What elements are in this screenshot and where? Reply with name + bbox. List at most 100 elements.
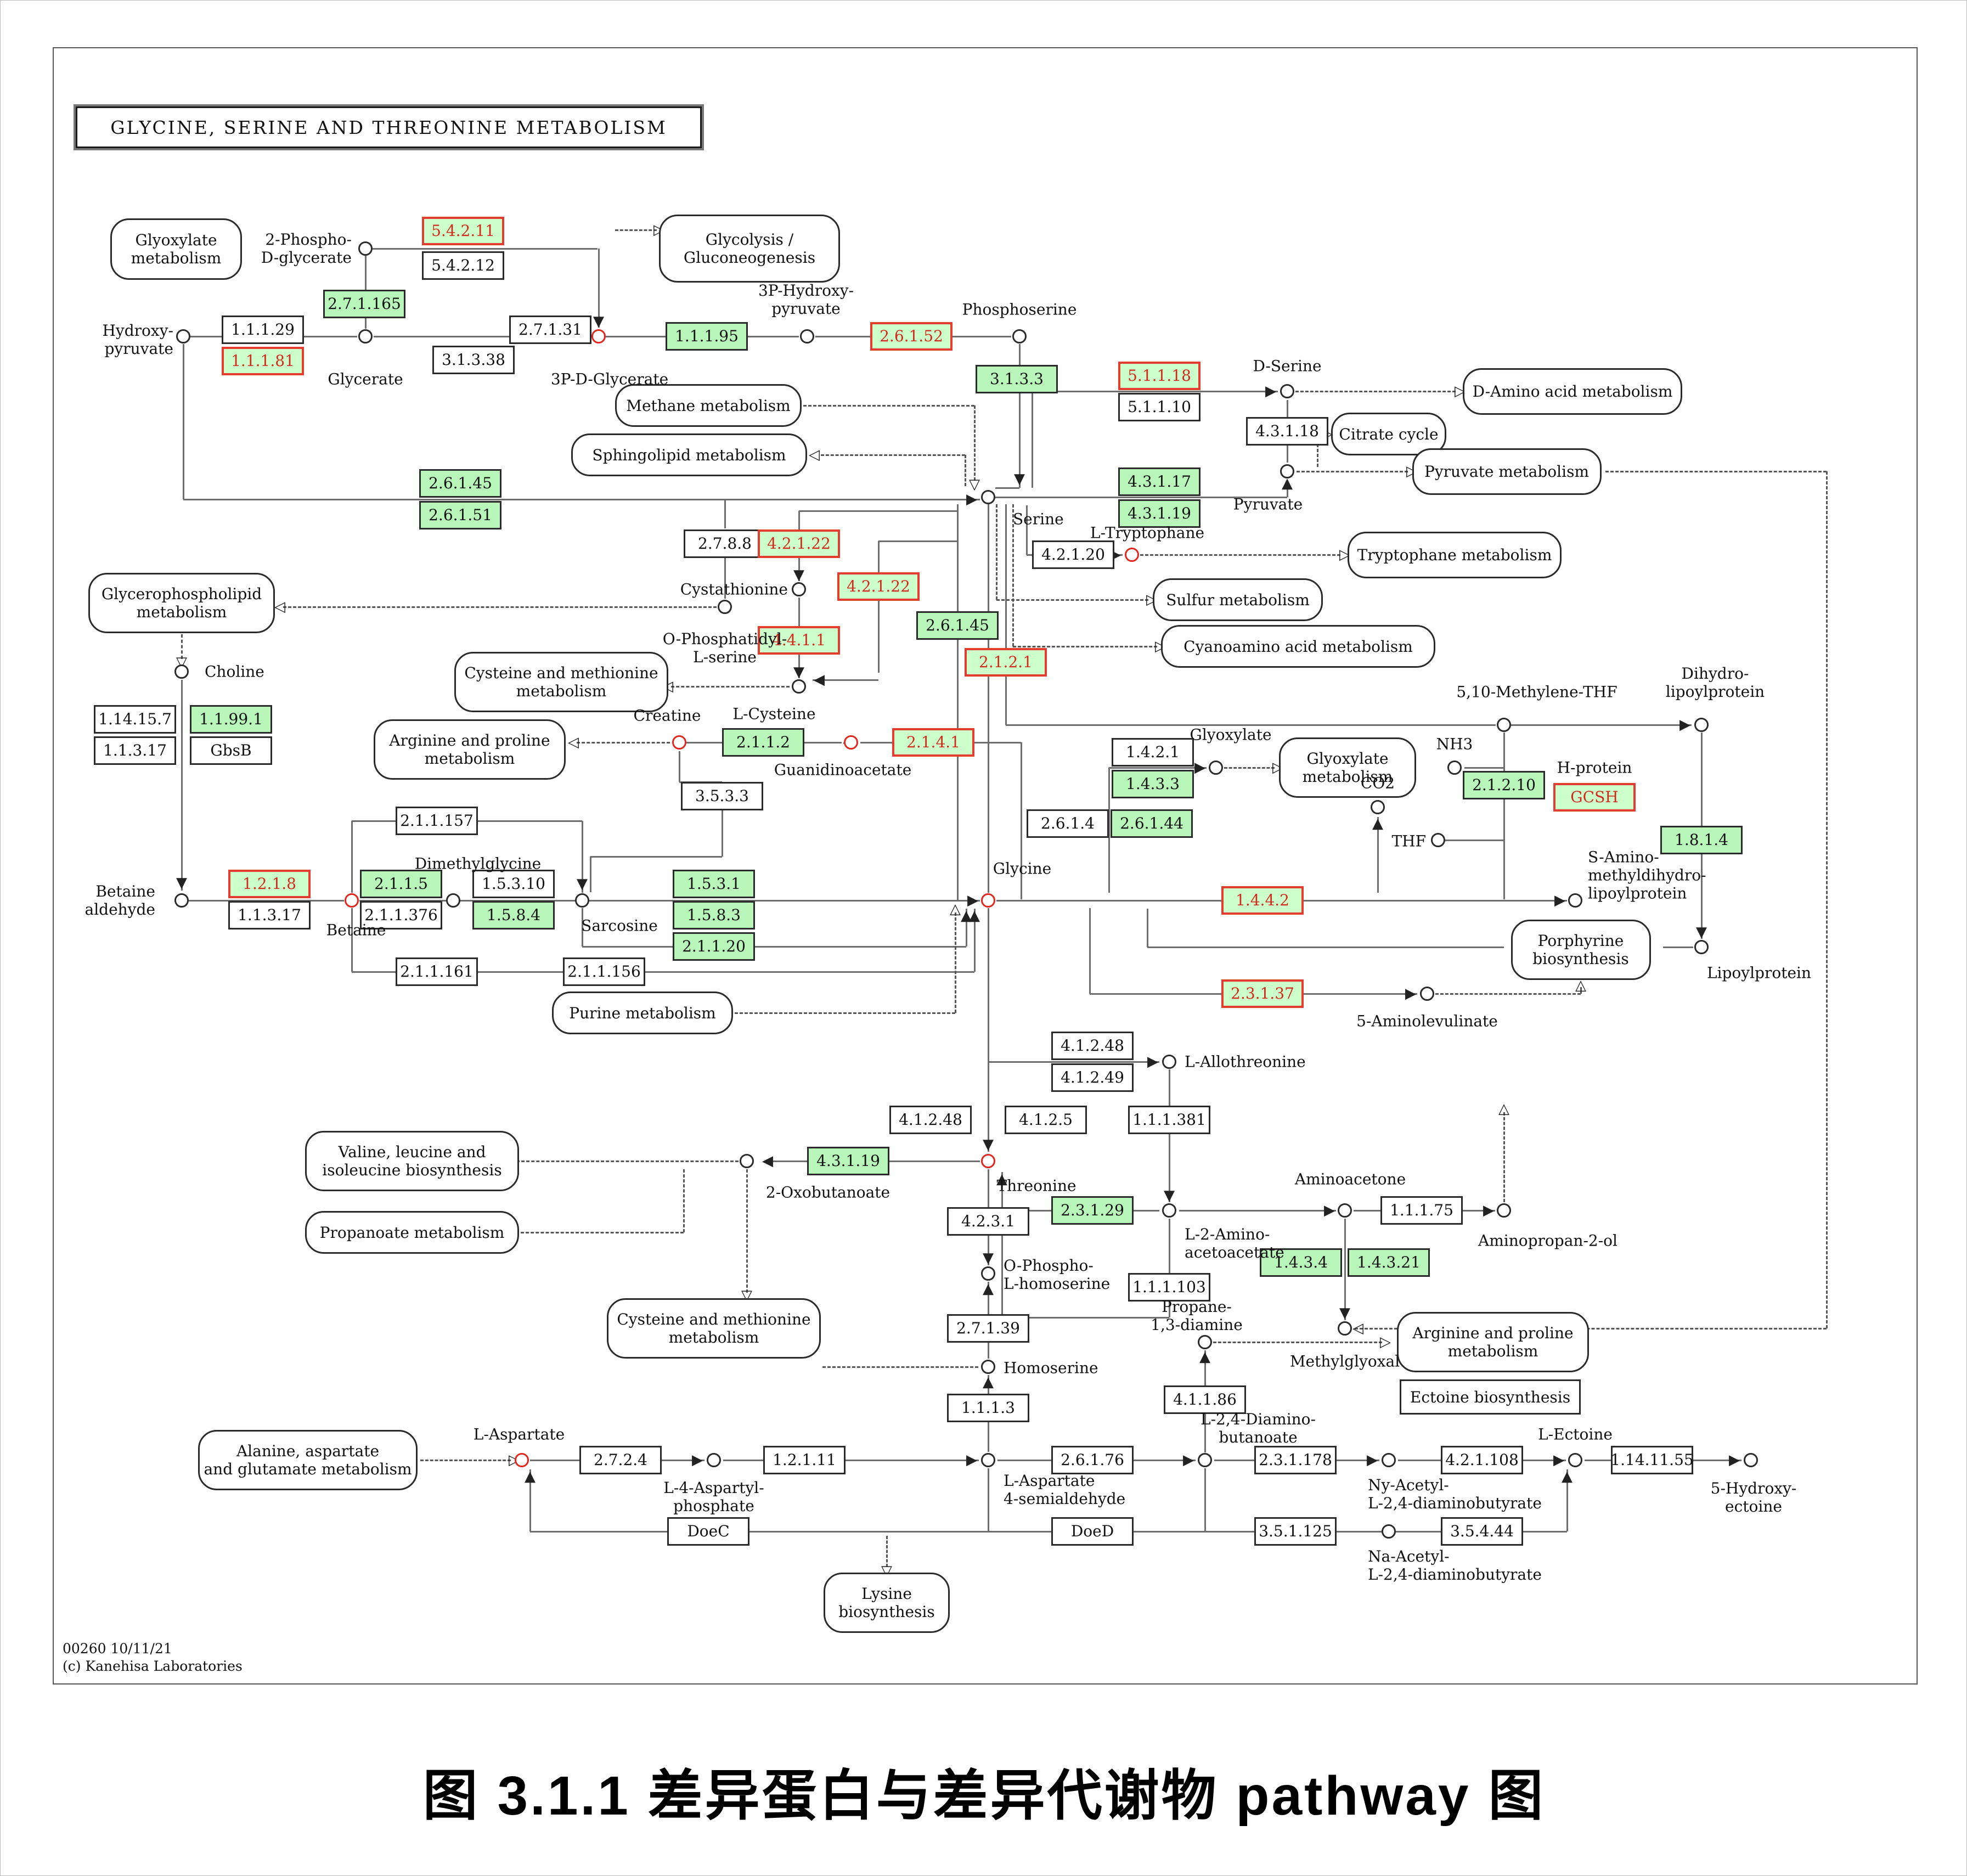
metabolite-node[interactable] bbox=[707, 1453, 721, 1467]
enzyme-box[interactable]: 2.3.1.29 bbox=[1051, 1196, 1134, 1225]
metabolite-node[interactable] bbox=[981, 1266, 995, 1281]
enzyme-box[interactable]: 2.6.1.52 bbox=[870, 322, 952, 351]
metabolite-node[interactable] bbox=[740, 1154, 754, 1168]
metabolite-node[interactable] bbox=[1431, 833, 1445, 847]
pathway-link-box[interactable]: Glyoxylate metabolism bbox=[1279, 737, 1416, 798]
enzyme-box[interactable]: 2.3.1.37 bbox=[1221, 979, 1304, 1008]
metabolite-node[interactable] bbox=[1568, 1453, 1582, 1467]
enzyme-box[interactable]: 4.3.1.18 bbox=[1246, 417, 1328, 446]
enzyme-box[interactable]: 4.1.1.86 bbox=[1164, 1385, 1246, 1414]
enzyme-box[interactable]: 5.1.1.18 bbox=[1118, 362, 1201, 390]
enzyme-box[interactable]: 2.6.1.45 bbox=[916, 611, 999, 640]
enzyme-box[interactable]: 1.4.4.2 bbox=[1221, 886, 1304, 915]
enzyme-box[interactable]: 1.5.3.1 bbox=[673, 870, 755, 898]
metabolite-node[interactable] bbox=[1209, 760, 1223, 775]
pathway-link-box[interactable]: Valine, leucine and isoleucine biosynthe… bbox=[305, 1131, 519, 1191]
pathway-link-box[interactable]: Purine metabolism bbox=[552, 991, 733, 1034]
metabolite-node[interactable] bbox=[981, 1360, 995, 1374]
enzyme-box[interactable]: 1.4.3.4 bbox=[1260, 1248, 1342, 1277]
metabolite-node-differential[interactable] bbox=[981, 893, 995, 908]
enzyme-box[interactable]: 5.4.2.12 bbox=[422, 251, 504, 280]
pathway-link-box[interactable]: Glycolysis / Gluconeogenesis bbox=[659, 215, 840, 283]
enzyme-box[interactable]: 3.5.3.3 bbox=[681, 782, 763, 810]
pathway-link-box[interactable]: Lysine biosynthesis bbox=[824, 1573, 950, 1633]
metabolite-node-differential[interactable] bbox=[345, 893, 359, 908]
metabolite-node[interactable] bbox=[1280, 464, 1294, 478]
enzyme-box[interactable]: 2.6.1.51 bbox=[419, 501, 501, 529]
enzyme-box[interactable]: 4.2.1.20 bbox=[1032, 540, 1114, 569]
metabolite-node[interactable] bbox=[1694, 718, 1709, 732]
enzyme-box[interactable]: DoeC bbox=[667, 1517, 749, 1546]
enzyme-box[interactable]: 2.3.1.178 bbox=[1254, 1446, 1337, 1474]
enzyme-box[interactable]: 4.1.2.48 bbox=[889, 1106, 972, 1134]
metabolite-node[interactable] bbox=[1568, 893, 1582, 908]
enzyme-box[interactable]: 1.5.8.4 bbox=[472, 901, 555, 929]
metabolite-node-differential[interactable] bbox=[1125, 548, 1139, 562]
enzyme-box[interactable]: 2.1.4.1 bbox=[892, 728, 974, 757]
enzyme-box[interactable]: 1.1.1.381 bbox=[1128, 1106, 1210, 1134]
metabolite-node[interactable] bbox=[1280, 384, 1294, 398]
pathway-link-box[interactable]: Cyanoamino acid metabolism bbox=[1161, 625, 1435, 668]
enzyme-box[interactable]: 4.4.1.1 bbox=[758, 626, 840, 655]
enzyme-box[interactable]: 4.3.1.17 bbox=[1118, 467, 1201, 496]
pathway-link-box[interactable]: Methane metabolism bbox=[615, 384, 802, 427]
metabolite-node[interactable] bbox=[792, 582, 806, 596]
metabolite-node[interactable] bbox=[358, 329, 373, 343]
enzyme-box[interactable]: 1.1.1.29 bbox=[222, 316, 304, 344]
enzyme-box[interactable]: DoeD bbox=[1051, 1517, 1134, 1546]
enzyme-box[interactable]: 2.1.1.20 bbox=[673, 932, 755, 961]
enzyme-box[interactable]: 1.14.11.55 bbox=[1610, 1446, 1694, 1474]
metabolite-node[interactable] bbox=[981, 1453, 995, 1467]
enzyme-box[interactable]: 4.1.2.48 bbox=[1051, 1032, 1134, 1060]
pathway-link-box[interactable]: Cysteine and methionine metabolism bbox=[607, 1298, 821, 1359]
enzyme-box[interactable]: 2.1.1.156 bbox=[563, 957, 645, 986]
pathway-link-box[interactable]: Glycerophospholipid metabolism bbox=[88, 573, 275, 633]
enzyme-box[interactable]: 2.6.1.44 bbox=[1111, 809, 1193, 838]
enzyme-box[interactable]: 1.4.3.21 bbox=[1348, 1248, 1430, 1277]
enzyme-box[interactable]: GbsB bbox=[190, 736, 272, 765]
enzyme-box[interactable]: GCSH bbox=[1553, 783, 1636, 812]
pathway-link-box[interactable]: Porphyrine biosynthesis bbox=[1511, 920, 1651, 980]
enzyme-box[interactable]: 2.1.2.10 bbox=[1463, 771, 1545, 799]
metabolite-node[interactable] bbox=[1382, 1453, 1396, 1467]
enzyme-box[interactable]: 1.1.1.75 bbox=[1380, 1196, 1463, 1225]
enzyme-box[interactable]: 4.2.1.108 bbox=[1441, 1446, 1523, 1474]
metabolite-node[interactable] bbox=[1420, 987, 1434, 1001]
pathway-link-box[interactable]: Arginine and proline metabolism bbox=[374, 719, 566, 780]
enzyme-box[interactable]: 5.1.1.10 bbox=[1118, 393, 1201, 421]
enzyme-box[interactable]: 4.2.1.22 bbox=[837, 572, 920, 601]
enzyme-box[interactable]: 2.1.1.157 bbox=[396, 807, 478, 835]
enzyme-box[interactable]: 1.2.1.11 bbox=[763, 1446, 846, 1474]
pathway-link-box[interactable]: D-Amino acid metabolism bbox=[1463, 368, 1682, 415]
pathway-link-box[interactable]: Propanoate metabolism bbox=[305, 1211, 519, 1254]
metabolite-node[interactable] bbox=[174, 893, 189, 908]
pathway-link-box[interactable]: Pyruvate metabolism bbox=[1412, 448, 1602, 495]
enzyme-box[interactable]: 2.7.2.4 bbox=[579, 1446, 662, 1474]
metabolite-node[interactable] bbox=[1447, 760, 1462, 775]
metabolite-node[interactable] bbox=[792, 679, 806, 694]
enzyme-box[interactable]: 1.4.2.1 bbox=[1112, 738, 1194, 767]
enzyme-box[interactable]: 3.5.4.44 bbox=[1441, 1517, 1523, 1546]
enzyme-box[interactable]: 1.1.3.17 bbox=[228, 901, 311, 929]
metabolite-node-differential[interactable] bbox=[672, 735, 686, 750]
pathway-link-box[interactable]: Arginine and proline metabolism bbox=[1397, 1312, 1589, 1372]
enzyme-box[interactable]: 3.1.3.3 bbox=[976, 365, 1058, 393]
metabolite-node[interactable] bbox=[1497, 718, 1511, 732]
enzyme-box[interactable]: 1.1.3.17 bbox=[94, 736, 176, 765]
enzyme-box[interactable]: 1.1.1.103 bbox=[1128, 1273, 1210, 1302]
pathway-link-box[interactable]: Ectoine biosynthesis bbox=[1400, 1379, 1581, 1415]
metabolite-node[interactable] bbox=[1198, 1335, 1212, 1349]
metabolite-node-differential[interactable] bbox=[515, 1453, 529, 1467]
enzyme-box[interactable]: 4.2.3.1 bbox=[947, 1207, 1029, 1236]
enzyme-box[interactable]: 1.2.1.8 bbox=[228, 870, 311, 898]
enzyme-box[interactable]: 4.1.2.5 bbox=[1005, 1106, 1087, 1134]
enzyme-box[interactable]: 2.6.1.4 bbox=[1027, 809, 1109, 838]
pathway-link-box[interactable]: Cysteine and methionine metabolism bbox=[454, 652, 668, 712]
enzyme-box[interactable]: 2.1.2.1 bbox=[965, 648, 1047, 677]
metabolite-node[interactable] bbox=[174, 664, 189, 679]
metabolite-node[interactable] bbox=[718, 600, 732, 614]
enzyme-box[interactable]: 2.1.1.161 bbox=[396, 957, 478, 986]
metabolite-node[interactable] bbox=[446, 893, 460, 908]
metabolite-node[interactable] bbox=[1497, 1203, 1511, 1218]
metabolite-node[interactable] bbox=[1012, 329, 1027, 343]
